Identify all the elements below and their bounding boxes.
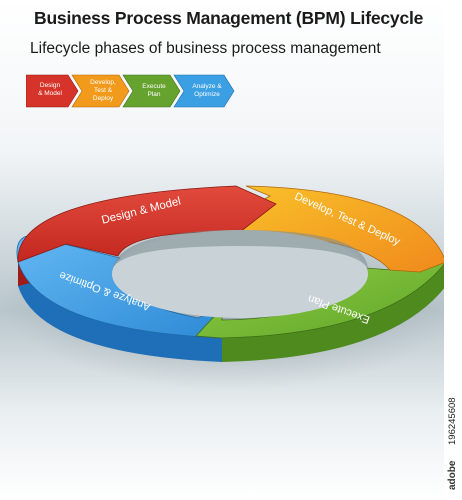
side-wall-execute xyxy=(222,262,446,362)
legend-label-line3: Deploy xyxy=(93,95,114,102)
legend-label-line1: Develop, xyxy=(90,79,116,86)
stock-image-id: 196245608 xyxy=(447,397,458,445)
legend-chevron-develop: Develop, Test & Deploy xyxy=(71,74,130,108)
page-subtitle: Lifecycle phases of business process man… xyxy=(30,40,381,57)
stock-strip: 196245608 adobe xyxy=(444,0,462,500)
stock-logo: adobe xyxy=(447,460,458,490)
legend-label-line1: Analyze & xyxy=(192,83,222,90)
legend-label-line2: Optimize xyxy=(194,91,220,98)
legend-label-line1: Execute xyxy=(142,83,166,90)
side-wall-analyze xyxy=(18,262,222,362)
inner-wall xyxy=(112,230,368,270)
legend-chevron-design: Design & Model xyxy=(26,74,79,108)
legend-chevron-shape xyxy=(26,74,79,108)
legend-chevron-shape xyxy=(71,74,130,108)
page-title: Business Process Management (BPM) Lifecy… xyxy=(34,8,424,28)
legend-label-line2: Test & xyxy=(94,87,113,94)
legend-chevron-execute: Execute Plan xyxy=(122,74,181,108)
legend-chevron-analyze: Analyze & Optimize xyxy=(173,74,235,108)
legend-chevron-shape xyxy=(122,74,181,108)
legend-label-line2: & Model xyxy=(38,90,62,97)
phase-legend: Design & Model Develop, Test & Deploy Ex… xyxy=(26,74,235,108)
legend-label-line2: Plan xyxy=(147,91,160,98)
ring-center-hole xyxy=(112,230,368,318)
legend-chevron-shape xyxy=(173,74,235,108)
legend-label-line1: Design xyxy=(40,82,61,89)
segment-design-model xyxy=(17,185,277,263)
